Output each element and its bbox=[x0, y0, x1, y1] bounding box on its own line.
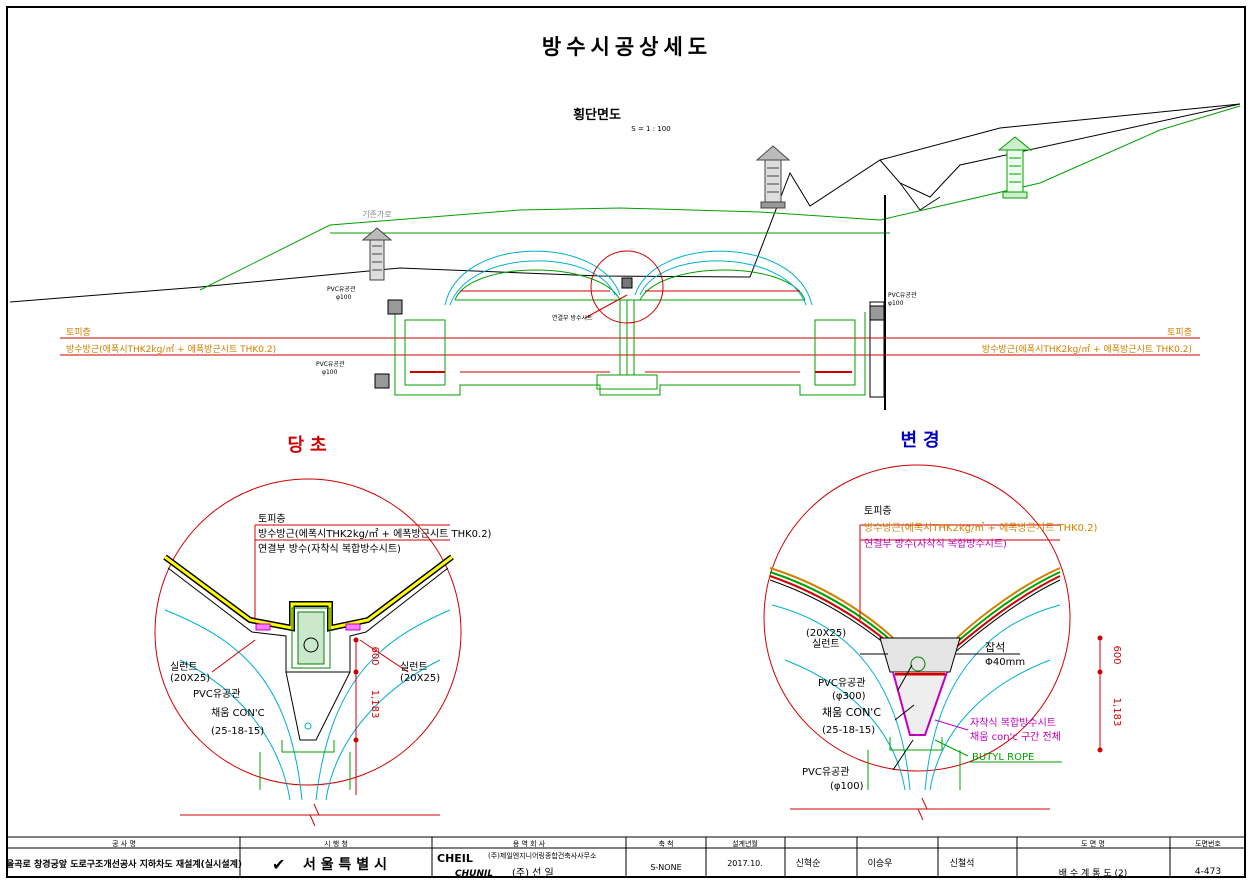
before-sealant-left: 실런트 bbox=[170, 661, 198, 673]
existing-road-label: 기존가로 bbox=[362, 210, 391, 219]
client-name: 서 울 특 별 시 bbox=[303, 856, 387, 873]
after-sealant: 실런트 bbox=[812, 638, 840, 650]
after-self-adhesive: 자착식 복합방수시트 bbox=[970, 717, 1056, 729]
drawing-title: 방수시공상세도 bbox=[542, 35, 712, 59]
detail-after-heading: 변경 bbox=[900, 430, 945, 451]
before-soil: 토피층 bbox=[258, 513, 286, 525]
green-terrain bbox=[199, 105, 1241, 291]
detail-after bbox=[763, 464, 1103, 821]
pvc-left-label: PVC유공관 bbox=[327, 285, 356, 293]
header-client: 시 행 청 bbox=[324, 839, 348, 848]
lamp-post-center bbox=[755, 145, 791, 209]
after-pvc-dim: (φ300) bbox=[832, 691, 866, 702]
pvc-lower-dim: φ100 bbox=[322, 369, 338, 376]
before-dim-top: 600 bbox=[369, 646, 380, 665]
after-butyl: BUTYL ROPE bbox=[972, 752, 1034, 763]
date-value: 2017.10. bbox=[727, 859, 763, 868]
drawing-number: 4-473 bbox=[1195, 867, 1221, 877]
before-dim-total: 1,183 bbox=[369, 690, 380, 719]
after-soil: 토피층 bbox=[864, 505, 892, 517]
before-waterproof: 방수방근(에폭시THK2kg/㎡ + 에폭방근시트 THK0.2) bbox=[258, 528, 492, 540]
after-fill-zone: 채움 con'c 구간 전체 bbox=[970, 731, 1061, 743]
waterproof-label-right: 방수방근(에폭시THK2kg/㎡ + 에폭방근시트 THK0.2) bbox=[982, 344, 1192, 355]
detail-callout-circle bbox=[590, 250, 664, 324]
after-waterproof: 방수방근(에폭시THK2kg/㎡ + 에폭방근시트 THK0.2) bbox=[864, 522, 1098, 534]
after-pvc-lower-dim: (φ100) bbox=[830, 781, 864, 792]
detail-before-heading: 당초 bbox=[287, 435, 332, 456]
after-fill: 채움 CON'C bbox=[822, 706, 881, 719]
after-fill-spec: (25-18-15) bbox=[822, 725, 875, 736]
header-date: 설계년월 bbox=[732, 839, 758, 848]
company-sub-name: (주) 선 일 bbox=[512, 867, 554, 879]
before-sealant-right: 실런트 bbox=[400, 661, 428, 673]
sign-1: 신혁순 bbox=[796, 858, 821, 869]
company-sub: CHUNIL bbox=[455, 869, 493, 879]
before-pvc: PVC유공관 bbox=[193, 688, 240, 700]
section-title: 횡단면도 bbox=[573, 107, 621, 123]
after-dim-top: 600 bbox=[1111, 645, 1122, 664]
soil-label-right: 토피층 bbox=[1167, 327, 1192, 338]
after-gravel-dim: Φ40mm bbox=[985, 657, 1025, 668]
pvc-left-dim: φ100 bbox=[336, 294, 352, 301]
header-company: 용 역 회 사 bbox=[513, 839, 546, 848]
title-block bbox=[8, 836, 1246, 878]
terrain-line bbox=[9, 103, 1241, 303]
before-sealant-left-dim: (20X25) bbox=[170, 673, 210, 684]
sign-2: 이승우 bbox=[868, 858, 893, 869]
tunnel-structure bbox=[394, 269, 866, 396]
cross-section: 토피층 방수방근(에폭시THK2kg/㎡ + 에폭방근시트 THK0.2) 토피… bbox=[9, 103, 1241, 410]
drawing-name: 배 수 계 통 도 (2) bbox=[1059, 867, 1127, 879]
sign-3: 신철석 bbox=[950, 858, 975, 869]
pvc-lower-label: PVC유공관 bbox=[316, 360, 345, 368]
header-project: 공 사 명 bbox=[112, 839, 136, 848]
scale-value: S-NONE bbox=[650, 863, 681, 872]
seoul-logo-icon: ✔ bbox=[272, 855, 285, 874]
header-drawing-no: 도면번호 bbox=[1195, 839, 1221, 848]
pvc-right-label: PVC유공관 bbox=[888, 291, 917, 299]
lamp-post-right bbox=[997, 136, 1033, 199]
cyan-arch-right bbox=[634, 250, 813, 306]
lamp-post-left bbox=[361, 227, 393, 281]
company-note: (주)제일엔지니어링종합건축사사무소 bbox=[488, 851, 597, 860]
after-pvc-lower: PVC유공관 bbox=[802, 766, 849, 778]
before-fill-spec: (25-18-15) bbox=[211, 726, 264, 737]
pvc-right-dim: φ100 bbox=[888, 300, 904, 307]
after-dim-total: 1,183 bbox=[1111, 698, 1122, 727]
after-pvc: PVC유공관 bbox=[818, 677, 865, 689]
after-sealant-dim: (20X25) bbox=[806, 628, 846, 639]
detail-before bbox=[154, 478, 462, 827]
before-sealant-right-dim: (20X25) bbox=[400, 673, 440, 684]
soil-label-left: 토피층 bbox=[66, 327, 91, 338]
project-name: 을곡로 창경궁앞 도로구조개선공사 지하차도 재설계(실시설계) bbox=[6, 858, 242, 870]
before-fill: 채움 CON'C bbox=[211, 707, 265, 719]
before-joint: 연결부 방수(자착식 복합방수시트) bbox=[258, 543, 401, 555]
header-scale: 축 척 bbox=[658, 839, 673, 848]
section-scale: S = 1 : 100 bbox=[631, 125, 670, 133]
after-gravel: 잡석 bbox=[985, 641, 1005, 654]
cyan-arch-left bbox=[444, 250, 621, 306]
waterproof-label-left: 방수방근(에폭시THK2kg/㎡ + 에폭방근시트 THK0.2) bbox=[66, 344, 276, 355]
company-main: CHEIL bbox=[437, 852, 473, 865]
header-drawing-name: 도 면 명 bbox=[1081, 839, 1105, 848]
after-joint: 연결부 방수(자착식 복합방수시트) bbox=[864, 538, 1007, 550]
joint-waterproof-label: 연결부 방수시트 bbox=[552, 314, 593, 322]
